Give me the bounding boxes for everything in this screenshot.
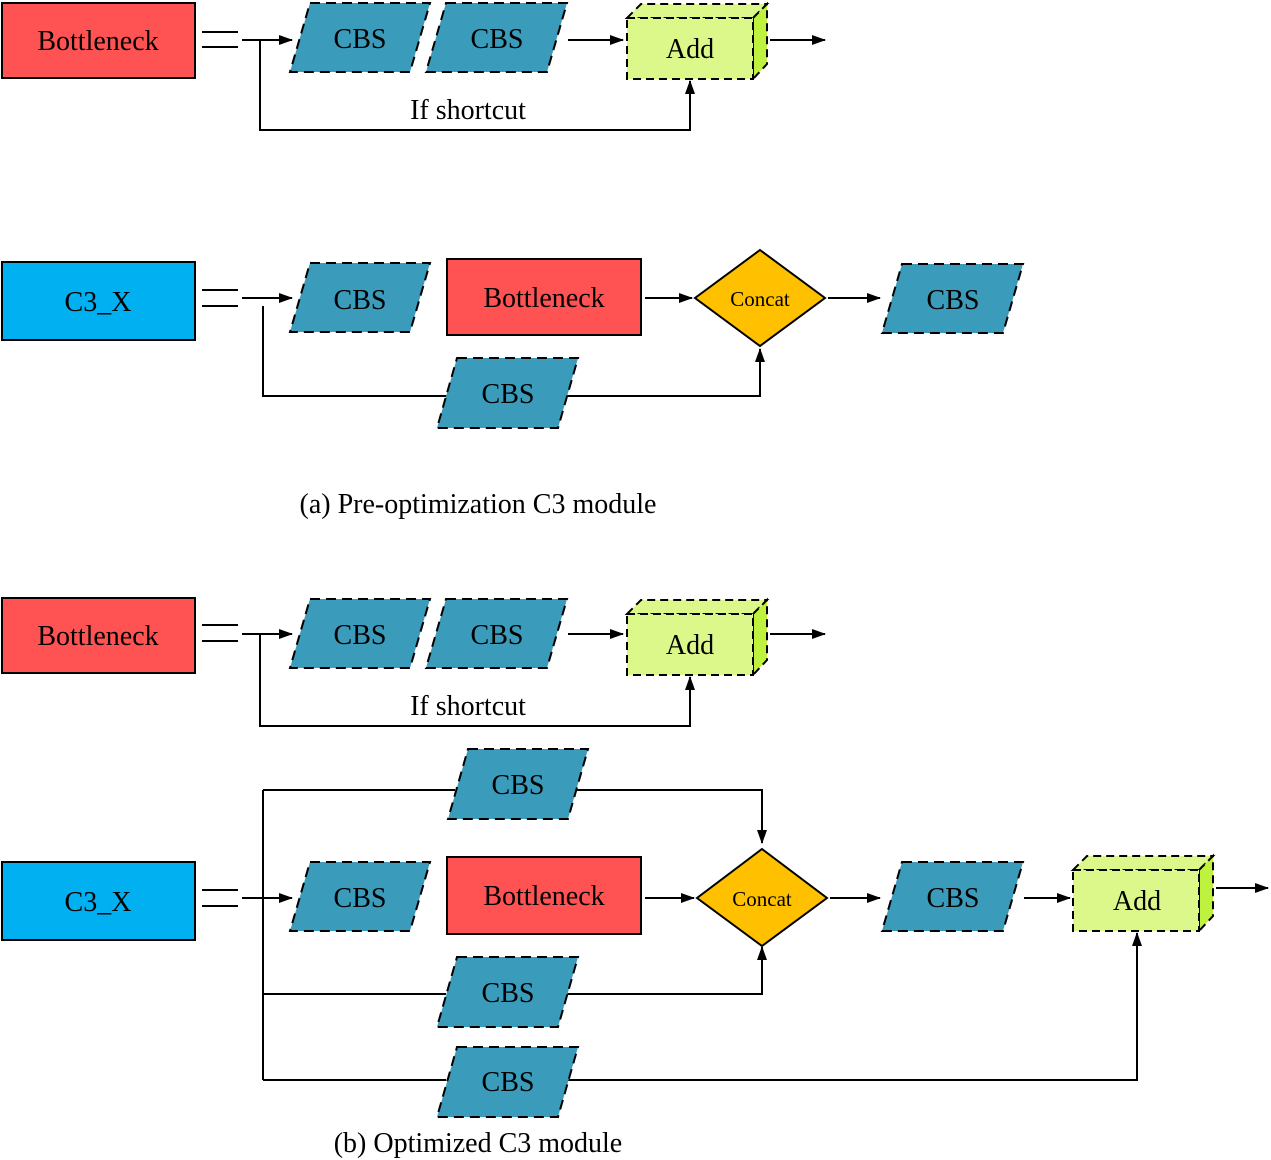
bottleneck-block (1, 597, 196, 674)
cbs-block-label: CBS (334, 883, 387, 914)
cbs-block (288, 861, 432, 932)
cbs-block (446, 748, 590, 820)
cbs-block (880, 263, 1025, 334)
cbs-block-label: CBS (482, 379, 535, 410)
bottleneck-block-label: Bottleneck (37, 26, 158, 57)
c3x-block (1, 261, 196, 341)
cbs-block-label: CBS (471, 620, 524, 651)
branch-line-left (262, 306, 448, 397)
cbs-block-label: CBS (334, 285, 387, 316)
cbs-block-label: CBS (482, 978, 535, 1009)
cbs-block-label: CBS (927, 883, 980, 914)
add-block (1070, 853, 1216, 934)
cbs-block (424, 1, 569, 73)
if-shortcut-label: If shortcut (410, 95, 526, 126)
c3x-block-label: C3_X (65, 287, 132, 318)
panel-a-bottleneck-row: Bottleneck CBS CBS Add If shortcut (1, 1, 826, 131)
bottleneck-block (446, 258, 642, 336)
bottleneck-block (1, 2, 196, 79)
cbs-block-label: CBS (492, 770, 545, 801)
bottleneck-block-label: Bottleneck (483, 881, 604, 912)
cbs-block-label: CBS (334, 24, 387, 55)
add-block-label: Add (666, 630, 714, 661)
cbs-block-label: CBS (482, 1067, 535, 1098)
cbs-block (288, 598, 432, 669)
panel-a-c3-row: C3_X CBS Bottleneck Concat CBS CBS (1, 248, 1025, 429)
cbs-block (435, 357, 580, 429)
bottleneck-block-label: Bottleneck (37, 621, 158, 652)
bottleneck-block-label: Bottleneck (483, 283, 604, 314)
cbs-block-label: CBS (927, 285, 980, 316)
if-shortcut-label: If shortcut (410, 691, 526, 722)
bottleneck-block (446, 856, 642, 935)
cbs-block (424, 598, 569, 669)
c3x-block (1, 861, 196, 941)
concat-diamond (695, 847, 829, 948)
mid-branch-right (565, 946, 767, 995)
add-block-label: Add (666, 34, 714, 65)
top-branch-right (572, 789, 767, 844)
cbs-block-label: CBS (471, 24, 524, 55)
caption-panel-b: (b) Optimized C3 module (334, 1128, 623, 1159)
concat-label: Concat (730, 287, 790, 311)
add-block (624, 597, 770, 678)
cbs-block-label: CBS (334, 620, 387, 651)
caption-panel-a: (a) Pre-optimization C3 module (300, 489, 657, 520)
c3x-block-label: C3_X (65, 887, 132, 918)
shortcut-path (259, 40, 695, 131)
concat-diamond (693, 248, 827, 348)
bottom-branch-right (565, 932, 1142, 1081)
add-block (624, 1, 770, 82)
cbs-block (435, 956, 580, 1028)
cbs-block (288, 1, 432, 73)
shortcut-path (259, 634, 695, 727)
add-block-label: Add (1113, 886, 1161, 917)
panel-b-c3-row: C3_X CBS CBS Bottleneck Concat CBS Add C… (1, 748, 1269, 1118)
cbs-block (435, 1046, 580, 1118)
concat-label: Concat (732, 887, 792, 911)
branch-line-right (565, 348, 765, 397)
cbs-block (288, 262, 432, 333)
panel-b-bottleneck-row: Bottleneck CBS CBS Add If shortcut (1, 597, 826, 727)
cbs-block (880, 861, 1025, 932)
